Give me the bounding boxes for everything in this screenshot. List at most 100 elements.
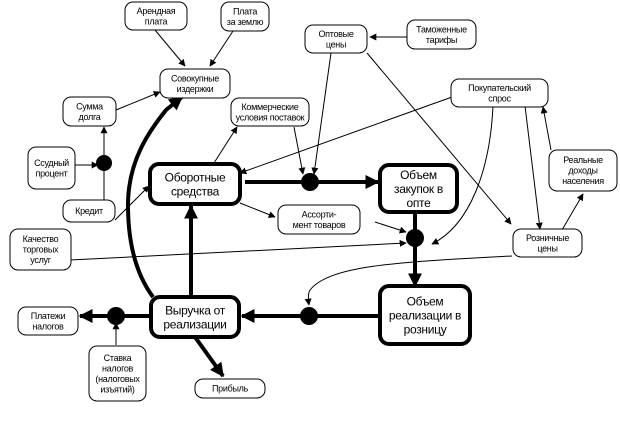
node-label-line: налогов	[102, 363, 134, 373]
node-box	[62, 96, 117, 127]
node-label-line: Платежи	[31, 311, 66, 321]
edge-vyruchka-to-izderzhki	[125, 95, 184, 299]
node-label-line: за землю	[227, 17, 264, 27]
node-box	[378, 163, 459, 214]
node-label-line: Таможенные	[416, 24, 467, 34]
node-label-line: изъятий)	[100, 384, 135, 394]
node-label-line: налогов	[32, 321, 64, 331]
node-label-line: закупок в	[394, 182, 443, 196]
node-label-line: спрос	[488, 93, 511, 103]
node-label-line: опте	[406, 196, 431, 210]
edge-spros-to-oborotnye	[239, 96, 453, 175]
edge-optovye-to-junction	[311, 52, 332, 175]
node-label-line: Объем	[400, 168, 437, 182]
node-box	[230, 97, 310, 127]
node-label-line: населения	[562, 176, 604, 186]
edge-dokhody-to-spros	[540, 106, 552, 151]
node-box	[149, 295, 241, 339]
edge-kachestvo-to-retail-junction	[69, 239, 407, 261]
node-label-line: процент	[36, 168, 68, 178]
node-label-line: реализации в	[389, 309, 461, 323]
edge-oborotnye-to-assortiment	[239, 202, 276, 218]
edge-optovye-to-roznichnye	[366, 52, 512, 225]
node-box	[148, 162, 242, 206]
node-box	[62, 199, 116, 223]
node-box	[220, 1, 270, 32]
node-label-line: цены	[326, 39, 346, 49]
node-label-line: Оптовые	[318, 29, 353, 39]
node-label-line: плата	[145, 16, 168, 26]
edge-spros-to-retail-junction	[431, 105, 494, 245]
node-box	[159, 68, 231, 99]
edge-zemlya-to-izderzhki	[209, 30, 234, 67]
node-label-line: Объем	[407, 295, 444, 309]
junction-revenue	[300, 307, 318, 325]
junction-retail	[406, 229, 424, 247]
node-box	[512, 228, 583, 258]
node-box	[548, 149, 618, 192]
node-label-line: Ссудный	[34, 158, 69, 168]
junction-purchase	[301, 173, 319, 191]
node-box	[88, 345, 147, 402]
node-label-line: (налоговых	[95, 374, 140, 384]
edge-assortiment-to-retail-junction	[374, 221, 407, 234]
node-box	[124, 1, 188, 31]
node-box	[378, 284, 472, 346]
node-box	[450, 78, 549, 108]
node-label-line: реализации	[163, 318, 226, 332]
edge-vyruchka-to-pribyl	[193, 335, 225, 378]
edges-thick	[78, 95, 422, 378]
node-box	[406, 19, 477, 50]
node-label-line: Сумма	[76, 101, 103, 111]
node-label-line: Розничные	[526, 233, 569, 243]
node-label-line: цены	[537, 243, 557, 253]
edge-dolg-to-izderzhki	[115, 91, 161, 111]
node-label-line: Кредит	[75, 206, 103, 216]
junctions	[96, 155, 424, 325]
node-label-line: Арендная	[137, 6, 176, 16]
junction-tax	[107, 307, 125, 325]
node-kredit[interactable]: Кредит	[62, 199, 116, 223]
node-label-line: Коммерческие	[241, 102, 298, 112]
node-assortiment[interactable]: Ассорти-мент товаров	[277, 204, 361, 235]
edge-kredit-to-oborotnye	[114, 185, 150, 221]
node-label-line: Реальные	[563, 155, 603, 165]
node-label-line: Плата	[233, 6, 257, 16]
node-box	[194, 378, 266, 399]
node-label-line: Покупательский	[468, 83, 531, 93]
node-box	[9, 228, 72, 271]
node-label-line: Ставка	[104, 353, 132, 363]
junction-credit	[96, 155, 112, 171]
node-box	[304, 24, 368, 54]
node-label-line: розницу	[404, 323, 447, 337]
edge-spros-to-roznichnye	[524, 105, 543, 230]
edge-roznichnye-to-dokhody	[561, 193, 584, 231]
node-pribyl[interactable]: Прибыль	[194, 378, 266, 399]
node-label-line: торговых	[23, 245, 59, 255]
edge-arenda-to-izderzhki	[154, 29, 186, 67]
node-label-line: тарифы	[426, 35, 457, 45]
node-box	[17, 306, 79, 336]
edges-thin	[69, 29, 584, 345]
node-label-line: долга	[79, 112, 101, 122]
node-label-line: мент товаров	[293, 220, 346, 230]
edge-oborotnye-to-kommerch	[213, 126, 238, 164]
